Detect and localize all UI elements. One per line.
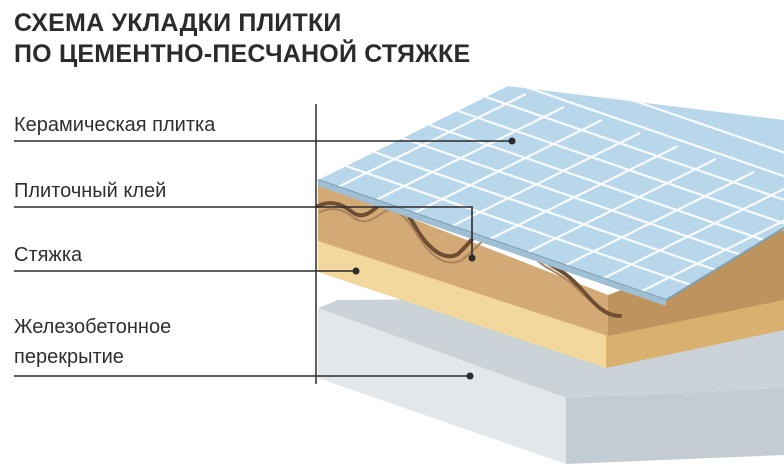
adhesive-block <box>316 182 784 336</box>
leader-lines <box>14 140 512 377</box>
title-line-1: СХЕМА УКЛАДКИ ПЛИТКИ <box>14 9 342 37</box>
concrete-slab-front <box>318 308 566 464</box>
label-concrete-slab-line-1: Железобетонное <box>14 316 172 338</box>
label-tile-adhesive: Плиточный клей <box>14 180 167 202</box>
leader-dots <box>352 137 516 380</box>
dot-tile-adhesive <box>468 254 476 262</box>
concrete-slab-side <box>566 388 784 464</box>
ceramic-tile-thickness <box>318 180 666 306</box>
screed-block <box>318 240 784 368</box>
dot-concrete-slab <box>466 372 474 380</box>
label-concrete-slab-line-2: перекрытие <box>14 346 124 368</box>
leader-line-tile-adhesive <box>14 206 473 258</box>
adhesive-side <box>608 230 784 336</box>
adhesive-wave-inner <box>319 208 585 297</box>
adhesive-wave <box>316 198 622 318</box>
title-line-2: ПО ЦЕМЕНТНО-ПЕСЧАНОЙ СТЯЖКЕ <box>14 40 471 68</box>
diagram-title: СХЕМА УКЛАДКИ ПЛИТКИ ПО ЦЕМЕНТНО-ПЕСЧАНО… <box>14 8 470 70</box>
ceramic-tile-block <box>317 86 784 306</box>
dot-screed <box>352 267 360 275</box>
label-ceramic-tile: Керамическая плитка <box>14 114 216 136</box>
screed-front <box>318 240 606 368</box>
dot-ceramic-tile <box>508 137 516 145</box>
label-screed: Стяжка <box>14 244 83 266</box>
screed-side <box>606 300 784 368</box>
